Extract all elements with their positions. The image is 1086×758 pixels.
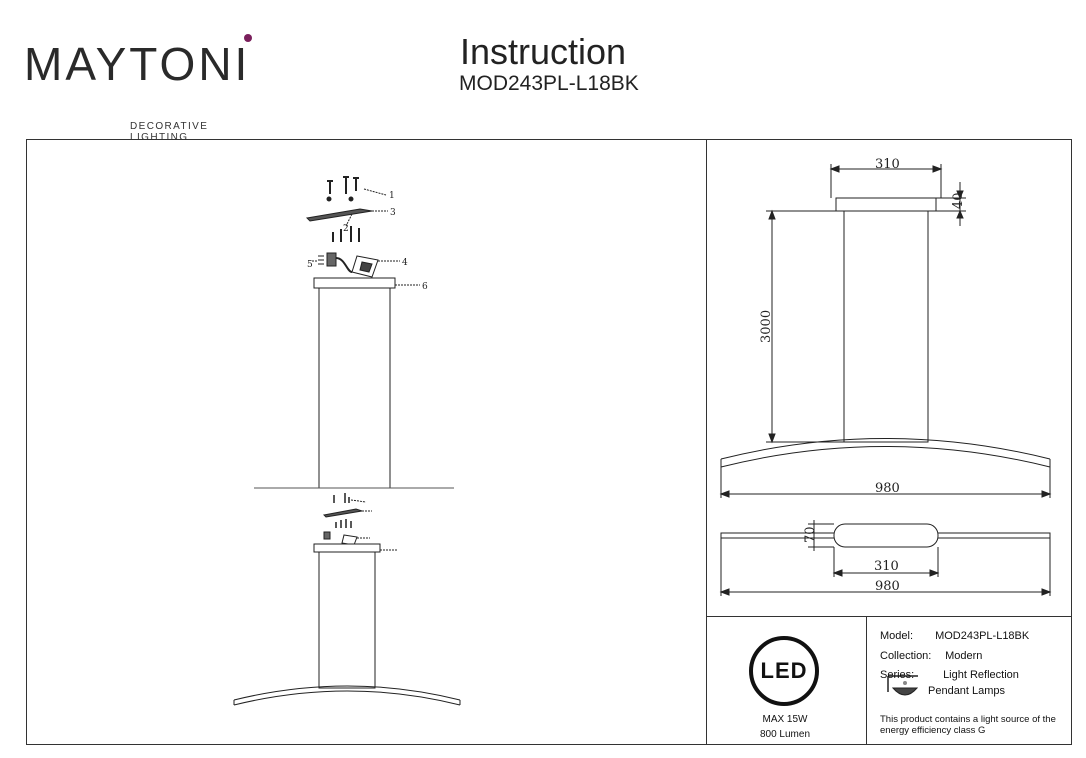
dim-top-width: 310 — [875, 157, 900, 172]
spec-collection-label: Collection: — [880, 650, 932, 662]
spec-series-label: Series: — [880, 669, 915, 681]
mounting-bracket — [305, 208, 388, 222]
drawing-frame — [26, 139, 1072, 745]
spec-type: Pendant Lamps — [928, 685, 1006, 697]
lumen-output: 800 Lumen — [759, 729, 811, 740]
part-label-1: 1 — [389, 191, 395, 201]
dim-canopy-height: 40 — [951, 192, 966, 209]
logo-tagline: DECORATIVE LIGHTING — [130, 121, 209, 143]
spec-model: Model: MOD243PL-L18BK — [880, 630, 1029, 643]
plan-view — [719, 520, 1052, 596]
frame-divider-vertical — [706, 139, 707, 745]
spec-series-value: Light Reflection — [943, 669, 1019, 681]
dim-suspension-length: 3000 — [759, 310, 774, 343]
page-title: Instruction — [460, 31, 627, 72]
screw-set-mid — [332, 226, 360, 242]
logo-wordmark: MAYTONI — [24, 38, 251, 90]
dim-plan-total: 980 — [875, 579, 900, 594]
led-badge: LED — [749, 636, 819, 706]
spec-collection: Collection: Modern — [880, 650, 982, 663]
pendant-lamp-icon — [887, 675, 919, 696]
dim-total-width: 980 — [875, 481, 900, 496]
small-assembly — [233, 493, 461, 706]
dim-plan-depth: 70 — [803, 526, 818, 543]
part-label-2: 2 — [343, 224, 349, 234]
logo-accent-dot — [244, 34, 252, 42]
dim-plan-canopy: 310 — [874, 559, 899, 574]
screw-set-top — [326, 176, 359, 202]
spec-model-value: MOD243PL-L18BK — [935, 630, 1030, 642]
part-label-5: 5 — [307, 260, 313, 270]
front-elevation — [719, 164, 1052, 498]
part-label-3: 3 — [390, 208, 396, 218]
energy-note: This product contains a light source of … — [880, 714, 1056, 736]
terminal-block — [318, 252, 337, 267]
brand-logo: MAYTONI DECORATIVE LIGHTING — [24, 38, 259, 143]
driver-box — [335, 255, 379, 278]
part-label-4: 4 — [402, 258, 408, 268]
part-label-6: 6 — [422, 282, 428, 292]
spec-model-label: Model: — [880, 630, 914, 642]
model-code: MOD243PL-L18BK — [459, 72, 639, 95]
canopy-large — [313, 277, 420, 489]
power-rating: MAX 15W 800 Lumen — [738, 712, 832, 742]
max-power: MAX 15W — [762, 714, 808, 725]
spec-series: Series: Light Reflection — [880, 669, 1019, 682]
frame-divider-horizontal — [706, 616, 1072, 617]
spec-collection-value: Modern — [945, 650, 983, 662]
frame-divider-info — [866, 616, 867, 745]
